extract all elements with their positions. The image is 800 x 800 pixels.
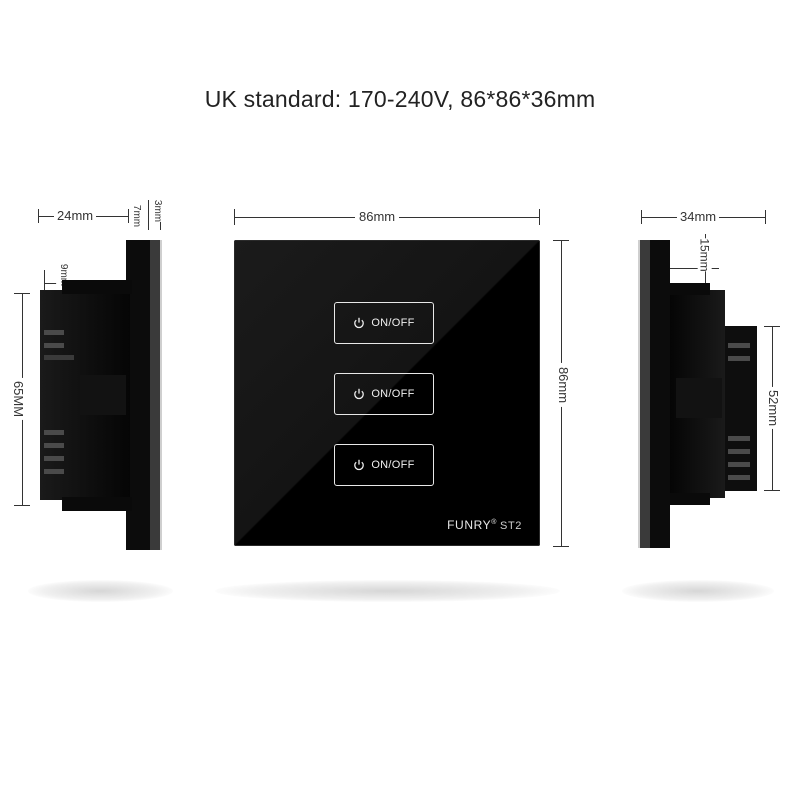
left-thin-label-3: 3mm bbox=[150, 199, 165, 223]
switch-button-2[interactable]: ON/OFF bbox=[334, 373, 434, 415]
dim-tick bbox=[765, 210, 766, 224]
switch-button-label: ON/OFF bbox=[371, 459, 415, 471]
dim-line-inset bbox=[44, 283, 64, 284]
dim-tick bbox=[148, 200, 149, 230]
dim-tick bbox=[764, 490, 780, 491]
dim-tick bbox=[539, 209, 540, 225]
brand-registered-mark: ® bbox=[491, 519, 498, 526]
right-side-device bbox=[638, 240, 757, 548]
dim-tick bbox=[128, 209, 129, 223]
dim-tick bbox=[44, 270, 45, 294]
dim-tick bbox=[14, 505, 30, 506]
left-side-device bbox=[40, 240, 162, 550]
page-title: UK standard: 170-240V, 86*86*36mm bbox=[204, 86, 596, 112]
left-depth-label: 24mm bbox=[54, 209, 97, 223]
switch-button-label: ON/OFF bbox=[371, 317, 415, 329]
power-icon bbox=[353, 388, 365, 400]
brand-name: FUNRY bbox=[447, 518, 492, 532]
left-thin-label-7: 7mm bbox=[129, 204, 144, 228]
dim-tick bbox=[669, 268, 719, 269]
power-icon bbox=[353, 459, 365, 471]
switch-button-3[interactable]: ON/OFF bbox=[334, 444, 434, 486]
switch-panel: ON/OFF ON/OFF ON/OFF FUNRY®ST2 bbox=[234, 240, 540, 546]
right-depth-label: 34mm bbox=[677, 210, 720, 224]
brand-logo: FUNRY®ST2 bbox=[447, 518, 522, 532]
front-shadow bbox=[215, 580, 560, 602]
dim-tick bbox=[553, 546, 569, 547]
model-name: ST2 bbox=[500, 520, 522, 532]
switch-button-label: ON/OFF bbox=[371, 388, 415, 400]
front-width-label: 86mm bbox=[355, 210, 400, 224]
right-shadow bbox=[622, 580, 774, 602]
left-height-label: 65MM bbox=[11, 377, 26, 421]
switch-button-1[interactable]: ON/OFF bbox=[334, 302, 434, 344]
front-height-label: 86mm bbox=[556, 362, 571, 408]
left-shadow bbox=[28, 580, 173, 602]
right-height-label: 52mm bbox=[766, 386, 781, 430]
power-icon bbox=[353, 317, 365, 329]
